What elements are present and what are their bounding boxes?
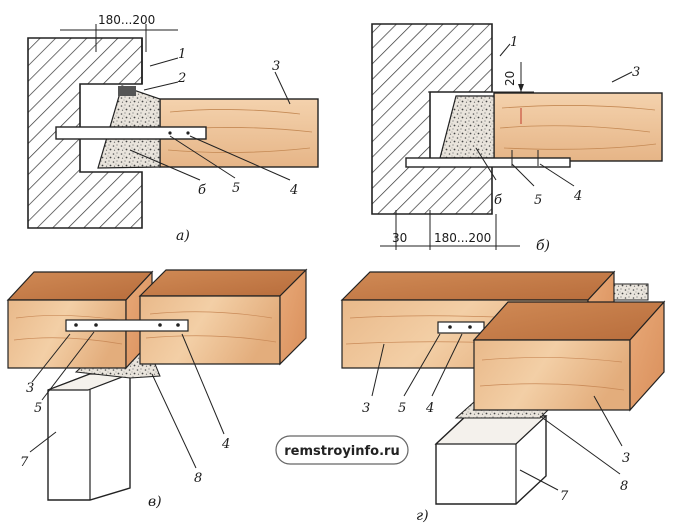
figure-a: 180...200 1 2 3 б 5 4 а) [27, 13, 319, 244]
dim-a-span: 180...200 [98, 13, 155, 27]
callout-a-3: 3 [272, 59, 280, 74]
anchor-strip-5-b [405, 157, 571, 168]
caption-a: а) [176, 228, 190, 244]
callout-v-4: 4 [221, 437, 230, 452]
dim-b-offset: 20 [503, 71, 517, 86]
caption-b: б) [536, 238, 550, 254]
figure-v: 3 5 7 8 4 в) [6, 268, 308, 510]
callout-a-4: 4 [289, 183, 298, 198]
callout-b-5: 5 [534, 193, 542, 208]
concrete-fill-b [439, 95, 495, 159]
watermark-text: remstroyinfo.ru [284, 444, 399, 459]
wood-block-right-v [138, 269, 308, 297]
callout-b-1: 1 [510, 35, 518, 50]
callout-b-6: б [494, 193, 502, 208]
dim-b-left: 30 [392, 231, 407, 245]
callout-g-3: 3 [362, 401, 370, 416]
dim-b-span: 180...200 [434, 231, 491, 245]
waterproof-2-a [118, 86, 136, 96]
callout-v-5: 5 [34, 401, 42, 416]
wood-block-back-g [340, 271, 616, 301]
callout-g-4: 4 [425, 401, 434, 416]
figure-b: 20 30 180...200 1 3 б 5 4 б) [371, 23, 663, 254]
callout-v-3: 3 [26, 381, 34, 396]
figure-g: 3 5 4 3 8 7 г) [340, 270, 666, 524]
callout-a-2: 2 [177, 71, 186, 86]
brick-pillar-7-v [47, 373, 131, 501]
callout-a-6: б [198, 183, 206, 198]
watermark-badge: remstroyinfo.ru [275, 435, 409, 465]
callout-a-1: 1 [178, 47, 186, 62]
callout-b-4: 4 [573, 189, 582, 204]
callout-b-3: 3 [632, 65, 640, 80]
callout-a-5: 5 [232, 181, 240, 196]
callout-g-5: 5 [398, 401, 406, 416]
anchor-strip-5-a [55, 126, 207, 140]
callout-g-3b: 3 [622, 451, 630, 466]
callout-v-8: 8 [194, 471, 202, 486]
callout-g-7: 7 [560, 489, 569, 504]
caption-v: в) [148, 494, 162, 510]
callout-v-7: 7 [20, 455, 29, 470]
beam-3-section-b [493, 92, 663, 162]
caption-g: г) [416, 508, 429, 524]
anchor-strip-5-v [65, 319, 189, 332]
callout-g-8: 8 [620, 479, 628, 494]
anchor-strip-5-g [437, 321, 485, 334]
